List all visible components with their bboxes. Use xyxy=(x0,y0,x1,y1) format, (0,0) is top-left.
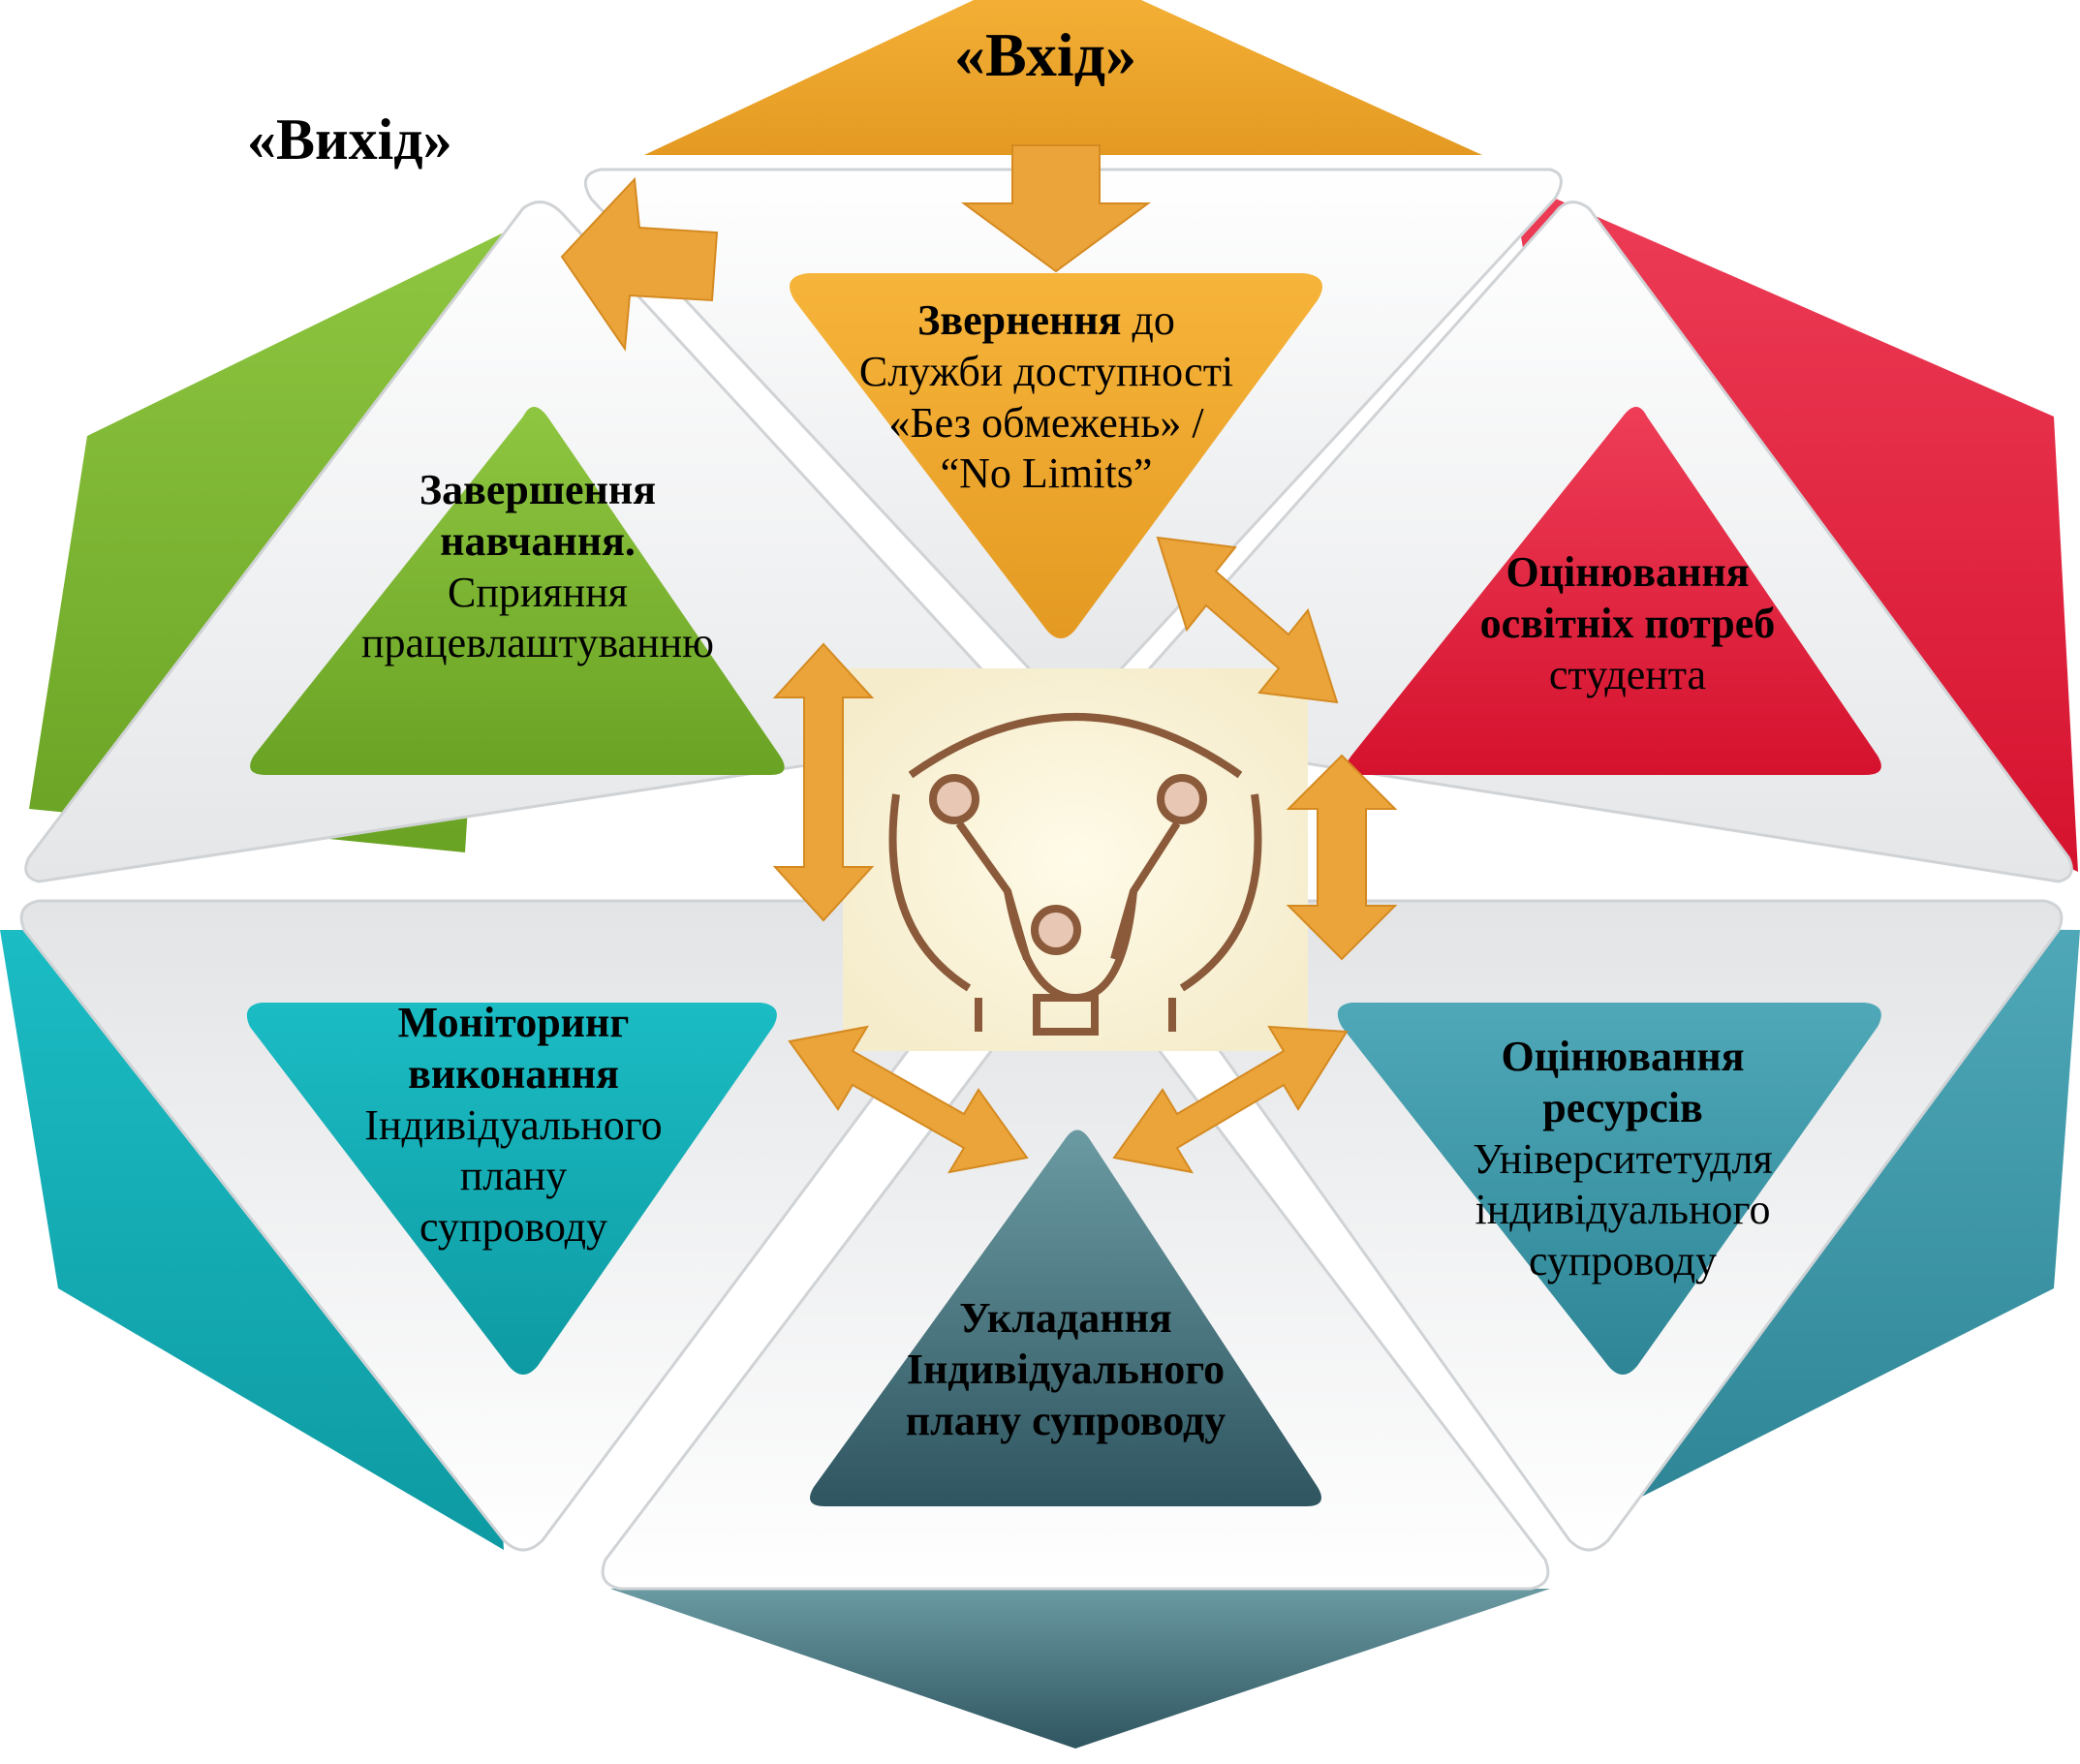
arrow-center-appeal-icon xyxy=(1156,536,1339,704)
entry-label: «Вхід» xyxy=(954,20,1136,89)
stage-appeal-rest: до xyxy=(1132,296,1175,344)
triangle-plan xyxy=(810,1130,1321,1506)
stage-appeal-bold: Звернення xyxy=(917,296,1122,344)
stage-monitoring-line3: Індивідуального xyxy=(364,1100,663,1149)
triangle-appeal xyxy=(790,273,1322,638)
stage-plan-line1: Укладання xyxy=(959,1294,1172,1342)
stage-monitoring-line2: виконання xyxy=(408,1049,619,1098)
stage-resources-line2: ресурсів xyxy=(1542,1083,1703,1131)
stage-completion-line1: Завершення xyxy=(419,466,657,513)
stage-resources-line3: Університетудля xyxy=(1473,1134,1773,1183)
center-box xyxy=(843,668,1308,1051)
stage-needs-line1: Оцінювання xyxy=(1506,548,1750,596)
stage-resources-line5: супроводу xyxy=(1528,1237,1718,1285)
stage-completion-text: Завершення навчання. Сприяння працевлашт… xyxy=(310,465,765,669)
stage-appeal-line3: «Без обмежень» / xyxy=(888,398,1204,447)
triangle-resources xyxy=(1337,1003,1881,1375)
stage-monitoring-line4: плану xyxy=(459,1152,568,1200)
facet-orange-top xyxy=(644,0,1482,155)
stage-needs-text: Оцінювання освітніх потреб студента xyxy=(1414,547,1841,700)
arrow-center-resources-icon xyxy=(1112,1025,1349,1174)
stage-resources-line4: індивідуального xyxy=(1475,1186,1771,1234)
triangle-monitoring xyxy=(246,1003,777,1375)
exit-arrow-icon xyxy=(560,176,719,352)
triangle-completion xyxy=(250,407,785,775)
stage-resources-text: Оцінювання ресурсів Університетудля інди… xyxy=(1405,1032,1841,1287)
people-circle-wheelchair-logo xyxy=(888,713,1262,1036)
stage-completion-line4: працевлаштуванню xyxy=(360,619,715,667)
entry-arrow-icon xyxy=(960,144,1152,273)
arrows xyxy=(560,144,1398,1174)
exit-label: «Вихід» xyxy=(247,108,452,171)
stage-needs-line2: освітніх потреб xyxy=(1479,599,1776,647)
stage-plan-text: Укладання Індивідуального плану супровод… xyxy=(833,1293,1298,1446)
facet-slate-bottom xyxy=(610,1589,1550,1749)
triangle-needs xyxy=(1346,407,1881,775)
stage-appeal-line4: “No Limits” xyxy=(940,449,1153,498)
stage-completion-line3: Сприяння xyxy=(447,568,628,616)
arrow-center-monitoring-icon xyxy=(788,1025,1029,1174)
stage-plan-line3: плану супроводу xyxy=(905,1396,1226,1444)
stage-appeal-line2: Служби доступності xyxy=(858,347,1234,395)
stage-appeal-text: Звернення до Служби доступності «Без обм… xyxy=(775,295,1318,500)
stage-resources-line1: Оцінювання xyxy=(1501,1033,1745,1080)
stage-monitoring-text: Моніторинг виконання Індивідуального пла… xyxy=(320,998,707,1253)
stage-monitoring-line1: Моніторинг xyxy=(397,999,630,1046)
stage-monitoring-line5: супроводу xyxy=(419,1203,608,1252)
arrow-center-completion-icon xyxy=(772,642,875,922)
stage-plan-line2: Індивідуального xyxy=(906,1345,1226,1393)
stage-completion-line2: навчання. xyxy=(440,516,636,565)
stage-needs-line3: студента xyxy=(1548,650,1707,698)
arrow-center-needs-icon xyxy=(1286,754,1398,961)
